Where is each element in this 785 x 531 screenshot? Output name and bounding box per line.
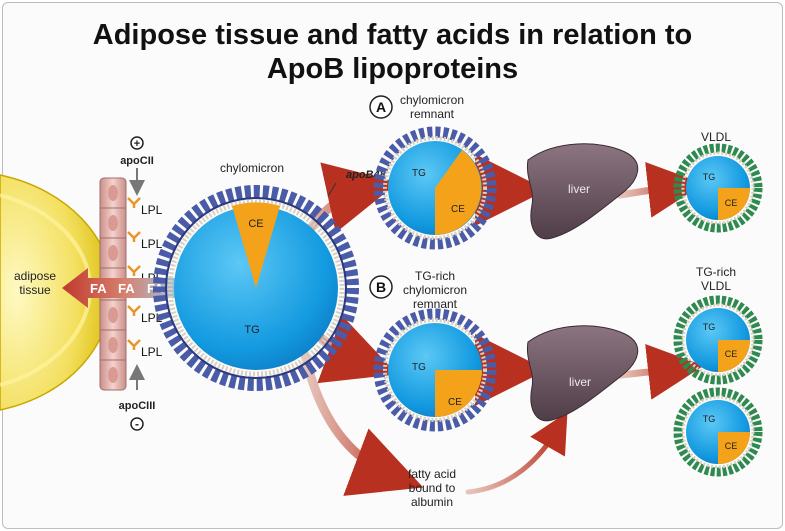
fa-label-2: FA [118, 281, 135, 296]
badge-b-letter: B [376, 279, 386, 295]
chylomicron-tg: TG [244, 324, 259, 336]
remnant-a-label-line2: remnant [410, 107, 455, 121]
albumin-label-line3: albumin [411, 495, 453, 509]
lpl-label-2: LPL [141, 237, 163, 251]
tg-rich-vldl1-ce: CE [725, 349, 738, 359]
tg-rich-vldl-particle-1 [673, 295, 763, 385]
tg-rich-vldl2-tg: TG [703, 414, 716, 424]
adipose-label-line1: adipose [14, 269, 56, 283]
arrow-to-tg-rich-vldl [616, 344, 704, 400]
remnant-b-label-line1: TG-rich [415, 269, 455, 283]
vldl-label: VLDL [701, 130, 731, 144]
remnant-b-ce: CE [448, 397, 462, 408]
chylomicron-ce-slice [232, 202, 280, 288]
liver-b [526, 325, 639, 422]
remnant-a-ce: CE [451, 204, 465, 215]
arrow-to-albumin [300, 350, 424, 496]
vldl-ce: CE [725, 198, 738, 208]
title-line-1: Adipose tissue and fatty acids in relati… [92, 19, 693, 51]
remnant-b-label-line2: chylomicron [403, 283, 467, 297]
remnant-b-tg: TG [412, 362, 426, 373]
plus-sign: + [134, 138, 140, 150]
badge-a-letter: A [376, 99, 386, 115]
albumin-label-line2: bound to [409, 481, 456, 495]
minus-icon [130, 417, 144, 431]
title-line-2: ApoB lipoproteins [266, 53, 519, 85]
plus-icon [130, 136, 144, 150]
chylomicron [153, 185, 359, 391]
apob48-pointer [327, 182, 337, 197]
remnant-a-tg: TG [412, 168, 426, 179]
remnant-b-ce-slice [435, 370, 482, 417]
lpl-label-5: LPL [141, 345, 163, 359]
remnant-a-label-line1: chylomicron [400, 93, 464, 107]
tg-rich-vldl2-ce: CE [725, 441, 738, 451]
vldl-particle [673, 143, 763, 233]
apocii-label: apoCII [120, 155, 154, 167]
lpl-group [127, 197, 141, 350]
minus-sign: - [135, 417, 139, 431]
chylomicron-remnant [373, 126, 497, 250]
adipose-tissue [0, 174, 113, 411]
arrow-albumin-to-liver [465, 411, 568, 495]
albumin-label-line1: fatty acid [408, 467, 456, 481]
fatty-acid-arrow [62, 268, 178, 308]
tg-rich-vldl-label-line2: VLDL [701, 279, 731, 293]
apociii-label: apoCIII [119, 400, 156, 412]
badge-b [369, 275, 393, 299]
chylomicron-ce: CE [248, 218, 263, 230]
figure-title: Adipose tissue and fatty acids in relati… [0, 18, 785, 86]
remnant-b-label-line3: remnant [413, 297, 458, 311]
chylomicron-label: chylomicron [220, 161, 284, 175]
remnant-a-ce-slice [435, 150, 482, 235]
tg-rich-chylomicron-remnant [373, 308, 497, 432]
tg-rich-vldl1-tg: TG [703, 322, 716, 332]
liver-b-label: liver [569, 375, 591, 389]
fa-label-1: FA [90, 281, 107, 296]
tg-rich-vldl-label-line1: TG-rich [696, 265, 736, 279]
tg-rich-vldl-particle-2 [673, 387, 763, 477]
adipose-label-line2: tissue [19, 283, 51, 297]
lpl-label-1: LPL [141, 203, 163, 217]
liver-a [526, 143, 639, 240]
vldl-tg: TG [703, 172, 716, 182]
badge-a [369, 95, 393, 119]
liver-a-label: liver [568, 182, 590, 196]
